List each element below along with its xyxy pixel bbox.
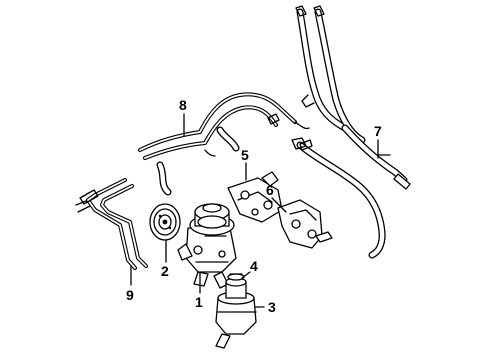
- reservoir-part-3: [215, 277, 257, 349]
- pump-bracket-part-5: [227, 171, 283, 223]
- mounting-bracket-part-6: [277, 199, 333, 249]
- power-steering-pump-part-1: [177, 203, 237, 289]
- callouts: 1 2 3 4 5 6 7 8 9: [126, 97, 382, 315]
- pressure-hose-part-7: [291, 5, 411, 259]
- callout-7: 7: [374, 123, 382, 139]
- callout-5: 5: [241, 147, 249, 163]
- callout-9: 9: [126, 287, 134, 303]
- leader-lines: [130, 113, 379, 308]
- callout-1: 1: [195, 294, 203, 310]
- callout-6: 6: [266, 182, 274, 198]
- callout-3: 3: [268, 299, 276, 315]
- pulley-part-2: [149, 203, 181, 241]
- reservoir-cap-part-4: [227, 273, 245, 281]
- leader-6: [271, 197, 287, 213]
- return-tube-part-8: [138, 92, 313, 196]
- cooler-tube-part-9: [75, 178, 148, 270]
- callout-2: 2: [161, 263, 169, 279]
- callout-8: 8: [179, 97, 187, 113]
- callout-4: 4: [250, 258, 258, 274]
- leader-4: [241, 271, 251, 279]
